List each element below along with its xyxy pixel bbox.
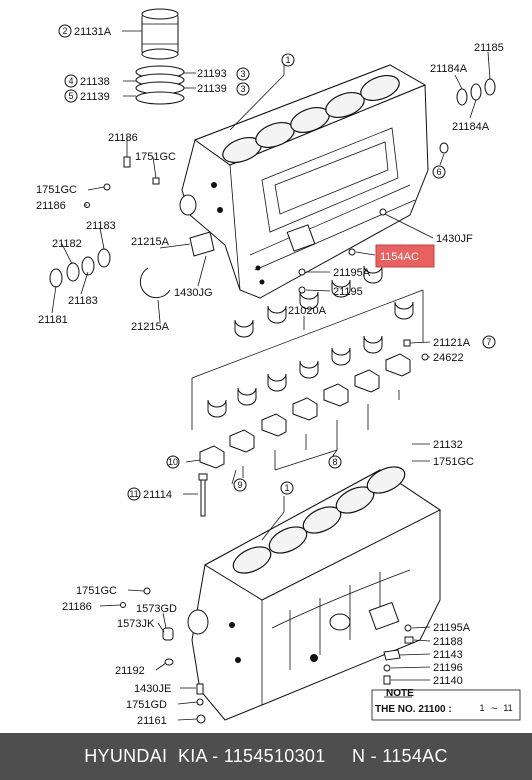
callout-1-top: 1 [285,55,290,65]
label-21132: 21132 [433,439,463,451]
label-21181: 21181 [38,314,68,326]
note-to: 11 [503,703,512,713]
label-21139-left: 21139 [80,91,110,103]
label-21143: 21143 [433,649,463,661]
callout-5: 5 [68,91,73,101]
thrust-washer [139,267,171,299]
callout-11: 11 [129,489,138,499]
label-21138: 21138 [80,76,110,88]
label-1751gd: 1751GD [126,699,167,711]
piston-rings [135,65,185,105]
label-1751gc-c: 1751GC [433,456,474,468]
callout-2: 2 [62,26,67,36]
circled-callouts: 2 1 3 4 5 3 6 7 8 10 9 11 1 [58,24,515,715]
label-21020a: 21020A [288,305,327,317]
label-21184a-a: 21184A [430,63,468,75]
label-21188: 21188 [433,636,463,648]
lower-engine-block [187,466,441,721]
main-bearing-set [191,265,424,430]
note-text: THE NO. 21100 : [375,704,452,715]
label-21114: 21114 [143,489,172,501]
footer-text: HYUNDAI KIA - 1154510301 N - 1154AC [84,746,448,766]
label-21186-top: 21186 [108,132,138,144]
callout-10: 10 [168,457,178,467]
label-24622: 24622 [433,352,464,364]
label-1430je: 1430JE [134,683,171,695]
upper-engine-block [179,64,429,299]
part-labels: 21131A 21138 21139 21193 21139 21186 175… [36,26,504,727]
label-1573gd: 1573GD [136,603,177,615]
label-1573jk: 1573JK [117,618,155,630]
label-21140: 21140 [433,675,463,687]
callout-4: 4 [68,76,73,86]
label-21121a: 21121A [433,337,471,349]
highlight-box [375,244,435,268]
callout-7: 7 [486,337,491,347]
callout-3b: 3 [240,84,245,94]
label-21195a-top: 21195A [333,267,371,279]
label-21196: 21196 [433,662,463,674]
piston-sleeve [141,8,179,60]
label-21195a-lower: 21195A [433,622,471,634]
label-21139-right: 21139 [197,83,227,95]
small-parts-upper [84,156,429,361]
label-21182: 21182 [52,238,82,250]
label-21183-a: 21183 [86,220,116,232]
callout-6: 6 [436,167,441,177]
cam-bushings-left [49,248,111,288]
label-1154ac-highlight: 1154AC [380,251,419,263]
main-bolt [198,473,208,517]
label-21185: 21185 [474,42,504,54]
note-from: 1 [479,703,484,713]
label-21195: 21195 [333,286,363,298]
main-bearing-caps [199,353,411,478]
footer-bar: HYUNDAI KIA - 1154510301 N - 1154AC [0,733,532,780]
callout-9: 9 [237,480,242,490]
label-21215a-a: 21215A [131,236,170,248]
small-parts-lower [120,587,414,724]
label-21215a-b: 21215A [131,321,170,333]
note-heading: NOTE [386,688,414,699]
callout-1-bottom: 1 [284,483,289,493]
label-21192: 21192 [115,665,145,677]
label-21193: 21193 [197,68,227,80]
note-tilde: ~ [491,703,497,715]
label-1751gc-b: 1751GC [36,184,77,196]
note-box: NOTE THE NO. 21100 : 1 ~ 11 [371,688,521,721]
label-1751gc-lower: 1751GC [76,585,117,597]
parts-diagram: 2 1 3 4 5 3 6 7 8 10 9 11 1 21131A 21138… [36,8,521,727]
label-21161: 21161 [137,715,167,727]
cam-bushings-right [439,78,496,154]
label-1751gc-a: 1751GC [135,151,176,163]
callout-8: 8 [332,457,337,467]
label-1430jg: 1430JG [174,287,213,299]
callout-3a: 3 [240,69,245,79]
label-21184a-b: 21184A [452,121,490,133]
label-21186-b: 21186 [36,200,66,212]
label-21131a: 21131A [74,26,112,38]
label-21186-lower: 21186 [62,601,92,613]
label-1430jf: 1430JF [436,233,473,245]
label-21183-b: 21183 [68,295,98,307]
